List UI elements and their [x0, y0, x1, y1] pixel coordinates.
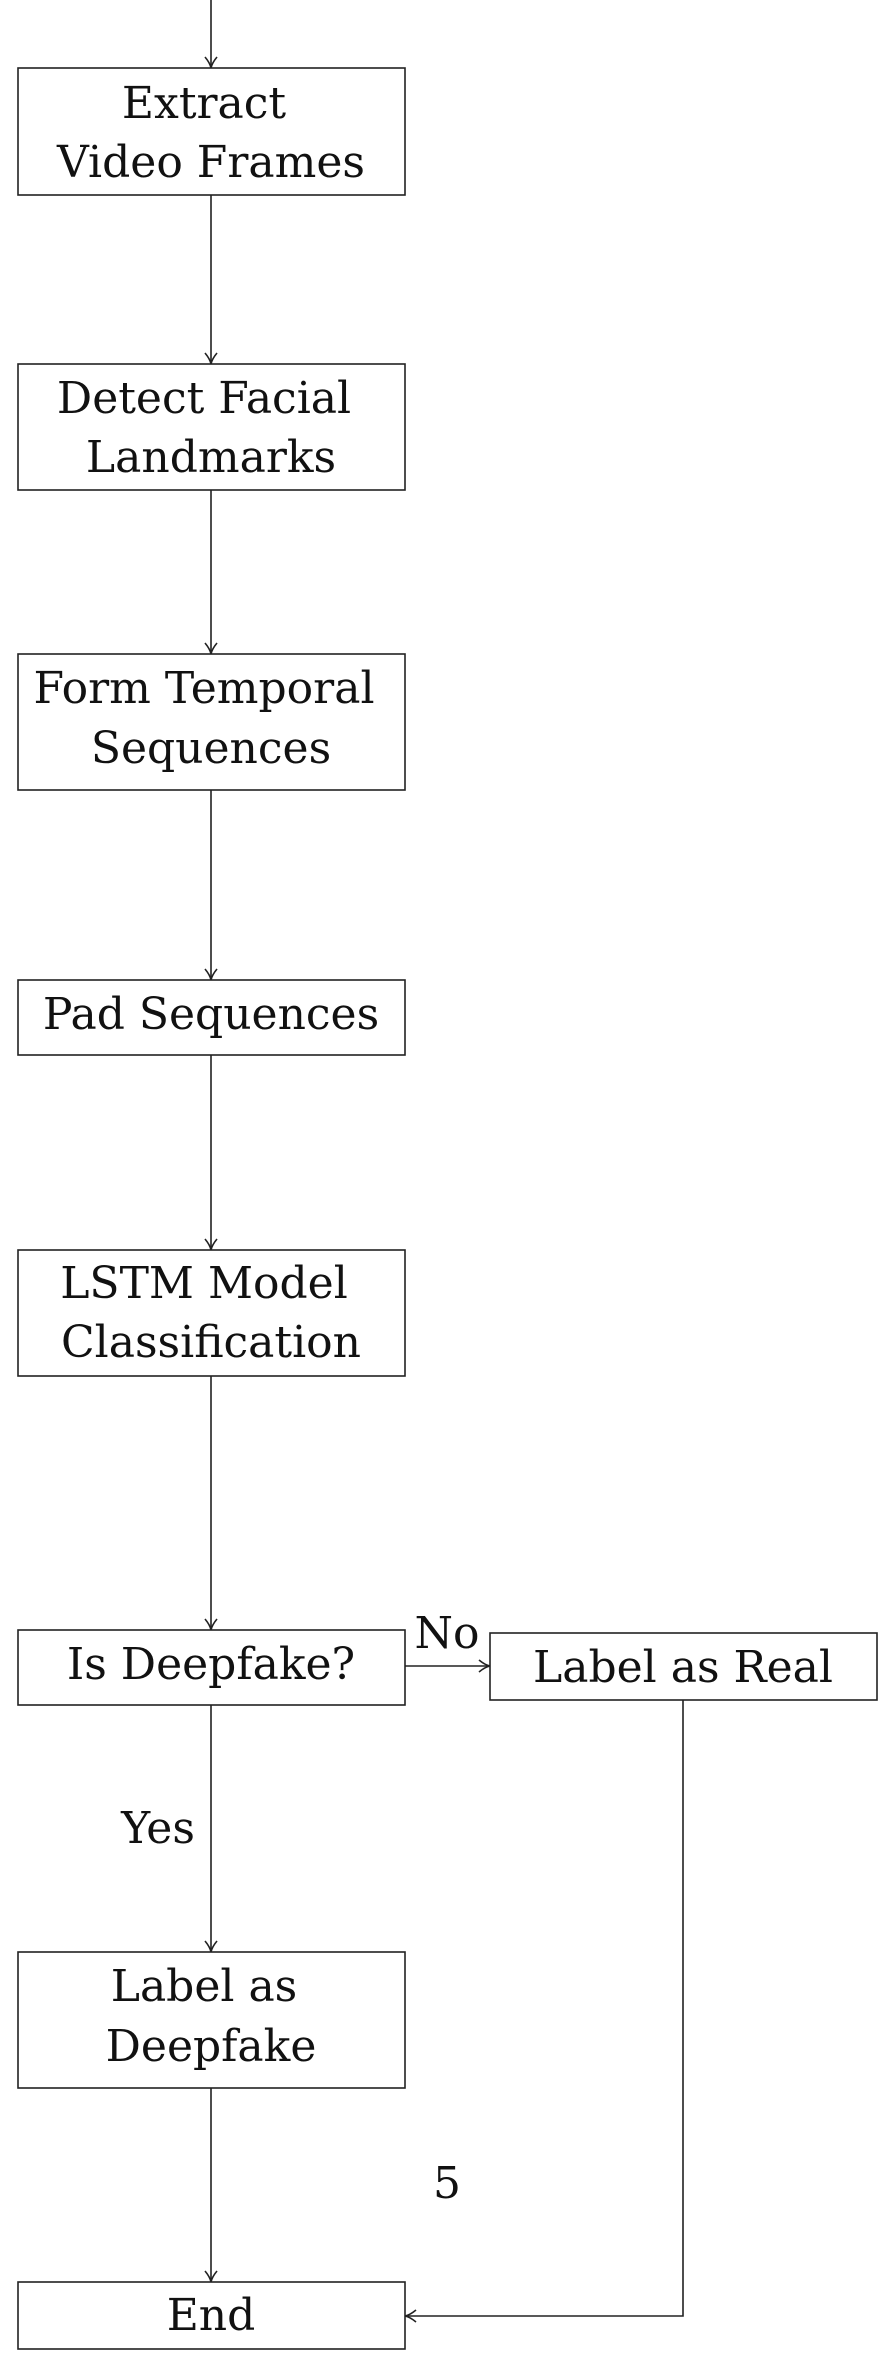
- node-box: [17, 1249, 406, 1377]
- node-is-deepfake-decision: Is Deepfake?: [17, 1629, 406, 1706]
- node-extract-video-frames: Extract Video Frames: [17, 67, 406, 196]
- node-lstm-model-classification: LSTM Model Classification: [17, 1249, 406, 1377]
- node-label-line: Label as: [111, 1961, 298, 2012]
- node-label: End: [167, 2290, 256, 2341]
- node-box: [17, 2281, 406, 2350]
- node-box: [489, 1632, 878, 1701]
- node-label-line: End: [167, 2290, 256, 2341]
- node-label-line: Extract: [122, 78, 287, 129]
- node-label-line: Is Deepfake?: [67, 1639, 355, 1690]
- node-label: Extract Video Frames: [56, 78, 365, 188]
- node-label-as-real: Label as Real: [489, 1632, 878, 1701]
- node-label: Form Temporal Sequences: [33, 663, 388, 774]
- node-box: [17, 979, 406, 1056]
- node-box: [17, 363, 406, 491]
- edge-real-to-end: [404, 1700, 684, 2323]
- edges: [204, 0, 684, 2323]
- node-label: Label as Real: [533, 1642, 833, 1693]
- node-box: [17, 1951, 406, 2089]
- node-box: [17, 1629, 406, 1706]
- node-label-line: Pad Sequences: [43, 989, 379, 1040]
- node-label-line: Video Frames: [56, 137, 365, 188]
- node-label: Pad Sequences: [43, 989, 379, 1040]
- node-label-line: Deepfake: [106, 2021, 317, 2072]
- node-label: Detect Facial Landmarks: [57, 373, 365, 483]
- node-detect-facial-landmarks: Detect Facial Landmarks: [17, 363, 406, 491]
- node-label-line: Form Temporal: [33, 663, 374, 714]
- node-label: Label as Deepfake: [106, 1961, 317, 2072]
- node-box: [17, 653, 406, 791]
- edge-label-no: No: [415, 1608, 480, 1659]
- node-label-line: Label as Real: [533, 1642, 833, 1693]
- node-pad-sequences: Pad Sequences: [17, 979, 406, 1056]
- stray-number-label: 5: [433, 2158, 461, 2209]
- node-end: End: [17, 2281, 406, 2350]
- node-label-line: Sequences: [91, 723, 331, 774]
- node-label-as-deepfake: Label as Deepfake: [17, 1951, 406, 2089]
- node-label-line: Landmarks: [86, 432, 336, 483]
- node-label-line: Classification: [61, 1317, 361, 1368]
- node-label-line: LSTM Model: [60, 1258, 348, 1309]
- node-label-line: Detect Facial: [57, 373, 351, 424]
- node-label: Is Deepfake?: [67, 1639, 355, 1690]
- edge-label-yes: Yes: [120, 1803, 195, 1854]
- node-label: LSTM Model Classification: [60, 1258, 362, 1368]
- node-form-temporal-sequences: Form Temporal Sequences: [17, 653, 406, 791]
- node-box: [17, 67, 406, 196]
